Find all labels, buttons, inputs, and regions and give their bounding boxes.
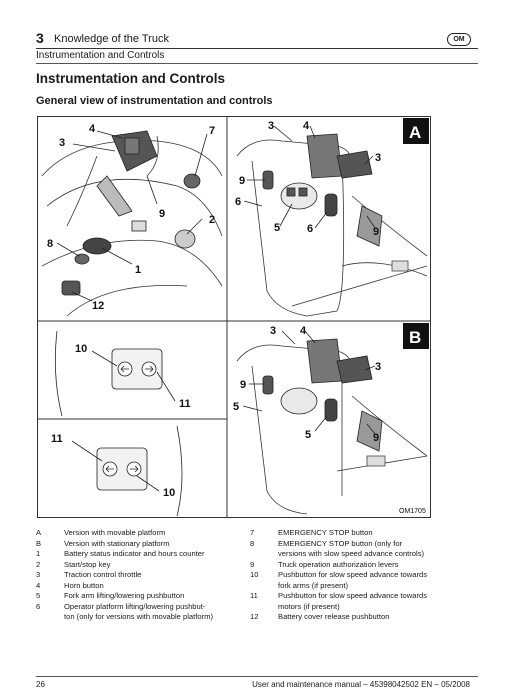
svg-text:4: 4 (89, 123, 96, 135)
legend-text: Operator platform lifting/lowering pushb… (64, 601, 206, 611)
legend-item: 10 Pushbutton for slow speed advance towa… (250, 570, 450, 581)
legend-key: B (36, 538, 42, 548)
legend-item: 7 EMERGENCY STOP button (250, 528, 450, 539)
legend-item: 4 Horn button (36, 581, 236, 592)
svg-text:6: 6 (307, 223, 313, 235)
svg-text:9: 9 (240, 379, 246, 391)
svg-text:10: 10 (163, 487, 175, 499)
svg-text:10: 10 (75, 343, 87, 355)
legend-text: Pushbutton for slow speed advance toward… (278, 570, 428, 579)
legend-item: 12 Battery cover release pushbutton (250, 612, 450, 623)
svg-text:7: 7 (209, 125, 215, 137)
header-rule (36, 48, 478, 49)
svg-text:3: 3 (268, 120, 274, 132)
legend-item: fork arms (if present) (250, 581, 450, 592)
page-subtitle: General view of instrumentation and cont… (36, 95, 273, 107)
header-rule-2 (36, 63, 478, 64)
legend-text: Version with movable platform (64, 528, 166, 537)
legend-text: Traction control throttle (64, 570, 142, 579)
page-number: 26 (36, 680, 45, 689)
svg-text:6: 6 (235, 196, 241, 208)
svg-text:4: 4 (303, 120, 310, 132)
chapter-title: Knowledge of the Truck (54, 33, 169, 45)
section-title: Instrumentation and Controls (36, 50, 165, 61)
legend-key: A (36, 528, 42, 537)
brand-logo: OM (447, 33, 471, 46)
svg-text:3: 3 (59, 137, 65, 149)
legend-item: 1 Battery status indicator and hours coun… (36, 549, 236, 560)
svg-text:2: 2 (209, 214, 215, 226)
legend-right: 7 EMERGENCY STOP button 8 EMERGENCY STOP bu… (250, 528, 450, 623)
legend-key (250, 602, 278, 613)
legend-text: EMERGENCY STOP button (only for (278, 538, 403, 548)
legend-text: Fork arm lifting/lowering pushbutton (64, 591, 185, 600)
legend-key: 12 (250, 612, 259, 621)
svg-text:3: 3 (375, 152, 381, 164)
svg-text:8: 8 (47, 238, 53, 250)
legend-text: versions with slow speed advance control… (278, 549, 425, 558)
legend-key: 3 (36, 570, 41, 579)
panel-b-label: B (409, 328, 421, 347)
legend-key: 6 (36, 601, 41, 611)
legend-key (36, 612, 64, 623)
legend-item: 5 Fork arm lifting/lowering pushbutton (36, 591, 236, 602)
legend-text: Version with stationary platform (64, 538, 170, 548)
svg-text:5: 5 (305, 429, 311, 441)
page-title: Instrumentation and Controls (36, 71, 225, 86)
legend-key: 9 (250, 559, 255, 569)
legend-key: 8 (250, 538, 255, 548)
legend-key: 2 (36, 559, 41, 569)
legend-key: 5 (36, 591, 41, 600)
svg-text:9: 9 (373, 432, 379, 444)
legend-key: 7 (250, 528, 255, 537)
footer-rule (36, 676, 478, 677)
legend-item: A Version with movable platform (36, 528, 236, 539)
svg-text:9: 9 (373, 226, 379, 238)
svg-text:12: 12 (92, 300, 104, 312)
svg-text:11: 11 (51, 433, 63, 445)
legend-text: Battery cover release pushbutton (278, 612, 390, 621)
svg-text:9: 9 (159, 208, 165, 220)
legend-text: Truck operation authorization levers (278, 559, 399, 569)
chapter-number: 3 (36, 30, 44, 46)
footer-text: User and maintenance manual – 4539804250… (252, 680, 470, 689)
legend-key (250, 581, 278, 592)
legend-key: 1 (36, 549, 41, 558)
legend-item: 6 Operator platform lifting/lowering push… (36, 602, 236, 613)
controls-illustration: 3 4 7 9 2 8 1 12 A 3 (37, 116, 431, 518)
legend-item: 3 Traction control throttle (36, 570, 236, 581)
legend-text: fork arms (if present) (278, 580, 349, 590)
legend-item: ton (only for versions with movable plat… (36, 612, 236, 623)
legend-key (250, 549, 278, 560)
legend-text: ton (only for versions with movable plat… (64, 612, 213, 621)
svg-text:11: 11 (179, 398, 191, 410)
svg-text:1: 1 (135, 264, 141, 276)
svg-text:3: 3 (270, 325, 276, 337)
svg-text:5: 5 (233, 401, 239, 413)
legend-text: Battery status indicator and hours count… (64, 549, 205, 558)
figure-code: OM1705 (399, 508, 426, 515)
legend-key: 10 (250, 570, 259, 579)
legend-text: motors (if present) (278, 601, 340, 611)
legend-text: Pushbutton for slow speed advance toward… (278, 591, 428, 600)
legend-item: motors (if present) (250, 602, 450, 613)
svg-text:3: 3 (375, 361, 381, 373)
panel-a-label: A (409, 123, 421, 142)
legend-item: B Version with stationary platform (36, 539, 236, 550)
legend-text: EMERGENCY STOP button (278, 528, 373, 537)
legend-item: versions with slow speed advance control… (250, 549, 450, 560)
legend-item: 8 EMERGENCY STOP button (only for (250, 539, 450, 550)
legend-item: 2 Start/stop key (36, 560, 236, 571)
legend-key: 11 (250, 591, 258, 600)
legend-item: 9 Truck operation authorization levers (250, 560, 450, 571)
legend-item: 11 Pushbutton for slow speed advance towa… (250, 591, 450, 602)
svg-text:9: 9 (239, 175, 245, 187)
legend-key: 4 (36, 580, 41, 590)
svg-text:5: 5 (274, 222, 280, 234)
figure-frame (37, 116, 431, 518)
svg-text:4: 4 (300, 325, 307, 337)
legend-text: Start/stop key (64, 559, 111, 569)
legend-text: Horn button (64, 580, 104, 590)
